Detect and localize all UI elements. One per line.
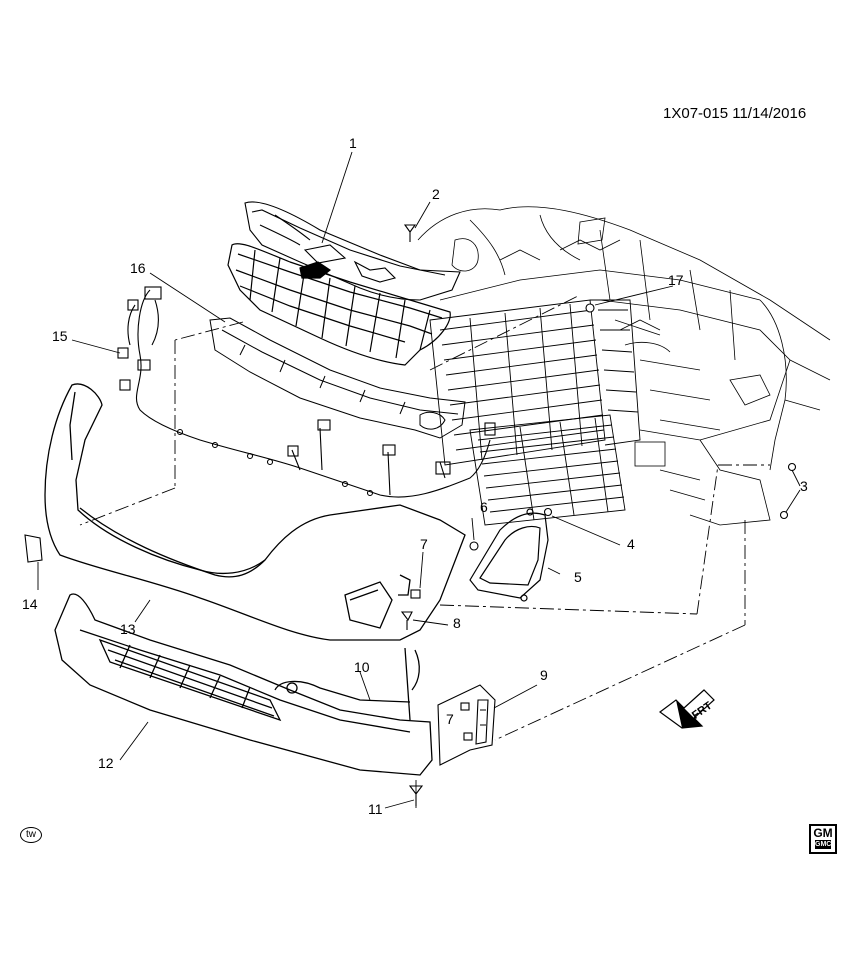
radiator-assembly [429, 299, 641, 526]
gm-logo-text: GM [813, 826, 833, 840]
front-direction-arrow [658, 689, 715, 729]
callout-4: 4 [627, 536, 635, 552]
callout-10: 10 [354, 659, 370, 675]
callout-13: 13 [120, 621, 136, 637]
callout-17: 17 [668, 272, 684, 288]
callout-6: 6 [480, 499, 488, 515]
callout-9: 9 [540, 667, 548, 683]
upper-grille [244, 201, 461, 301]
fasteners [24, 224, 797, 806]
callout-15: 15 [52, 328, 68, 344]
diagram-reference: 1X07-015 11/14/2016 [663, 105, 807, 122]
lower-bumper-fascia [54, 593, 433, 776]
callout-5: 5 [574, 569, 582, 585]
callout-1: 1 [349, 135, 357, 151]
upper-bumper-fascia [44, 383, 466, 641]
callout-11: 11 [368, 801, 383, 817]
fog-lamp-bezel [469, 508, 549, 602]
alignment-lines [79, 294, 770, 808]
callout-8: 8 [453, 615, 461, 631]
vehicle-front-structure [417, 206, 831, 526]
callout-7-bracket: 7 [446, 711, 454, 727]
leader-lines [37, 151, 801, 809]
side-bracket [437, 684, 496, 766]
author-badge: tw [20, 827, 42, 843]
callout-16: 16 [130, 260, 146, 276]
callout-12: 12 [98, 755, 114, 771]
gm-logo: GM GMC [809, 824, 837, 854]
callout-3: 3 [800, 478, 808, 494]
callout-14: 14 [22, 596, 38, 612]
callout-7: 7 [420, 536, 428, 552]
gm-logo-subtext: GMC [815, 840, 832, 849]
wiring-harness [117, 286, 496, 498]
main-grille [227, 243, 451, 366]
callout-2: 2 [432, 186, 440, 202]
energy-absorber [209, 317, 466, 439]
